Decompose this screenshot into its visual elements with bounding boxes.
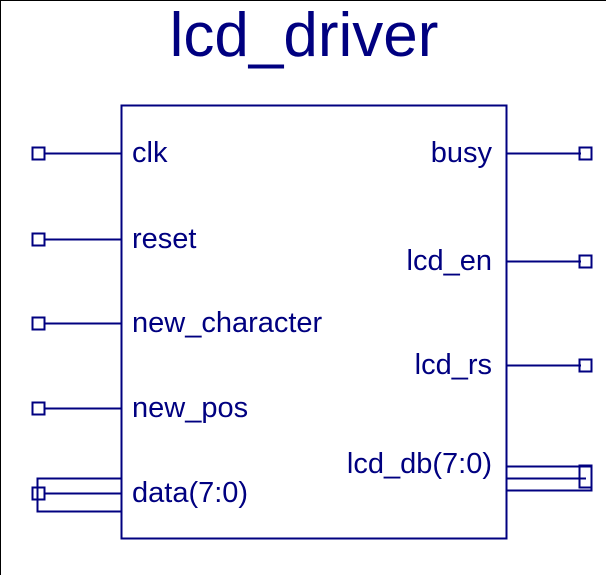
port-pin-lcd_rs[interactable] xyxy=(506,358,593,373)
port-label-clk: clk xyxy=(132,137,168,169)
port-label-lcd-en: lcd_en xyxy=(406,245,492,277)
entity-block-rect[interactable] xyxy=(120,104,508,540)
pin-terminal-square-lcd-en[interactable] xyxy=(578,254,593,269)
pin-terminal-square-new-pos[interactable] xyxy=(31,401,46,416)
port-label-new-pos: new_pos xyxy=(132,392,249,424)
pin-terminal-square-data[interactable] xyxy=(31,486,46,501)
port-label-data: data(7:0) xyxy=(132,477,249,509)
port-pin-new_pos[interactable] xyxy=(31,401,122,416)
port-label-lcd-rs: lcd_rs xyxy=(414,349,492,381)
pin-terminal-square-clk[interactable] xyxy=(31,146,46,161)
port-pin-lcd_db-bus[interactable] xyxy=(505,464,593,492)
port-label-new-character: new_character xyxy=(132,307,323,339)
pin-terminal-square-lcd-rs[interactable] xyxy=(578,358,593,373)
symbol-title: lcd_driver xyxy=(169,1,439,70)
pin-terminal-square-lcd-db[interactable] xyxy=(578,464,593,489)
port-pin-reset[interactable] xyxy=(31,232,122,247)
port-pin-lcd_en[interactable] xyxy=(506,254,593,269)
pin-terminal-square-busy[interactable] xyxy=(578,146,593,161)
port-pin-busy[interactable] xyxy=(506,146,593,161)
port-pin-data-bus[interactable] xyxy=(31,477,123,513)
port-label-busy: busy xyxy=(430,137,492,169)
bus-body-data xyxy=(36,477,123,513)
port-pin-clk[interactable] xyxy=(31,146,122,161)
port-label-reset: reset xyxy=(132,223,197,255)
port-label-lcd-db: lcd_db(7:0) xyxy=(346,448,492,480)
port-pin-new_character[interactable] xyxy=(31,316,122,331)
pin-terminal-square-new-character[interactable] xyxy=(31,316,46,331)
pin-terminal-square-reset[interactable] xyxy=(31,232,46,247)
